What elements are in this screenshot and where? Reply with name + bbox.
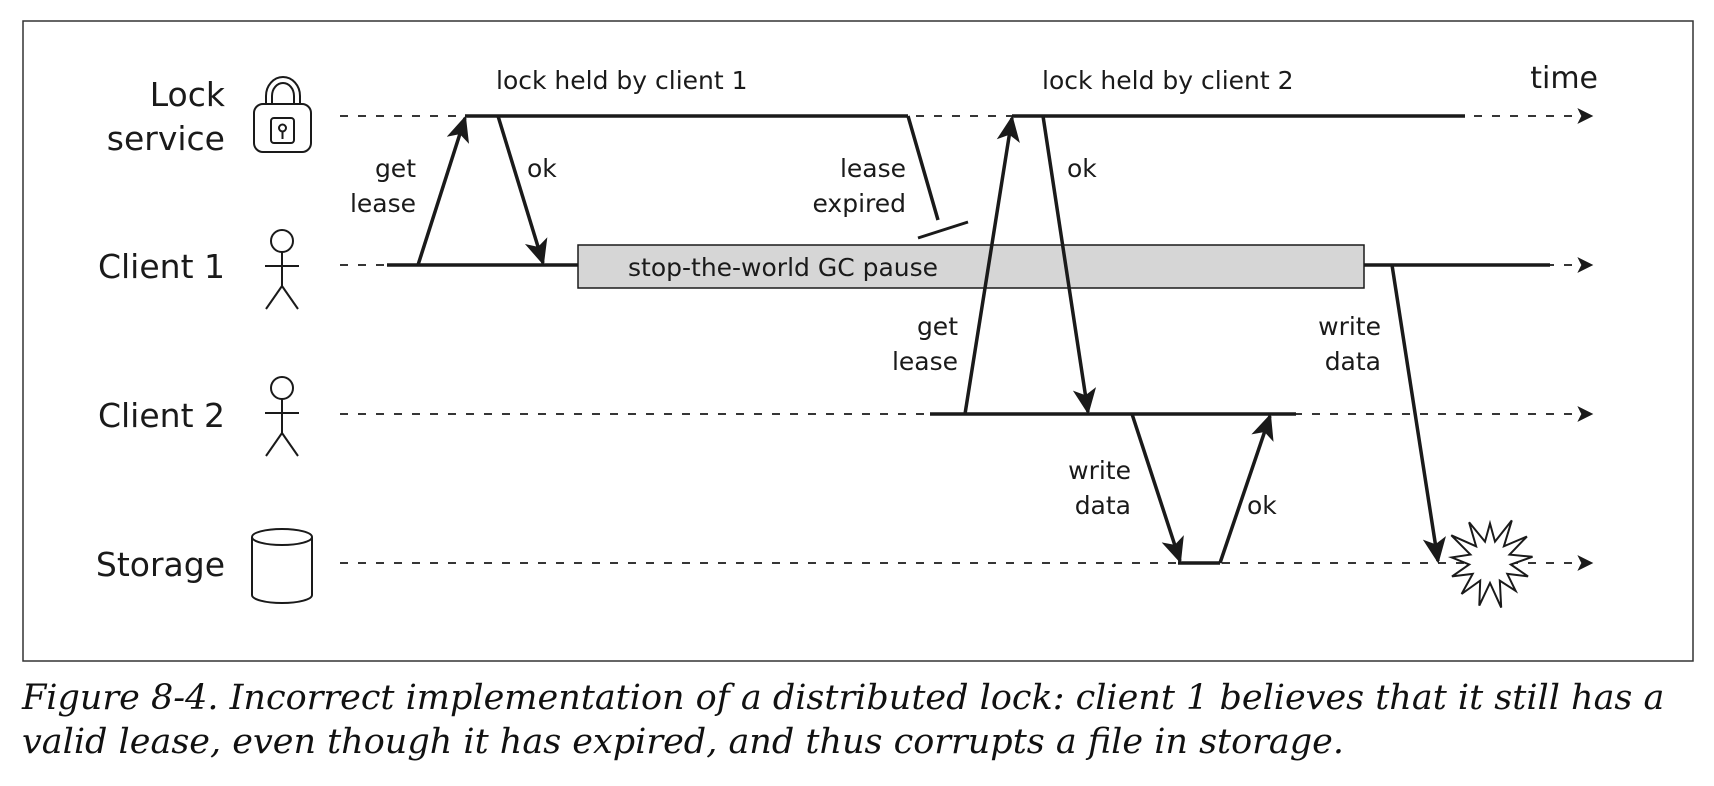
label-ok-3: ok [1247, 491, 1277, 520]
arrow-write-data-c1 [1390, 264, 1446, 564]
label-get-lease-1-line1: get [375, 154, 416, 183]
lane-label-client1: Client 1 [98, 247, 225, 286]
label-write-data-c2-line2: data [1075, 491, 1131, 520]
label-ok-2: ok [1067, 154, 1097, 183]
lane-label-lock-service-line1: Lock [150, 75, 226, 114]
arrow-ok-1 [496, 115, 548, 266]
label-write-data-c2-line1: write [1068, 456, 1131, 485]
explosion-icon [1447, 519, 1533, 609]
label-lease-expired-line2: expired [812, 189, 906, 218]
label-ok-1: ok [527, 154, 557, 183]
padlock-icon [253, 76, 312, 153]
arrow-get-lease-2 [963, 115, 1020, 415]
lease-expired-cross [917, 220, 969, 240]
time-label: time [1530, 61, 1598, 96]
label-lock-held-client1: lock held by client 1 [496, 66, 748, 95]
lane-label-storage: Storage [96, 545, 225, 584]
person-icon-client2 [265, 376, 299, 457]
label-write-data-c1-line1: write [1318, 312, 1381, 341]
cylinder-icon [251, 528, 313, 604]
label-get-lease-2-line1: get [917, 312, 958, 341]
diagram-frame [22, 20, 1694, 662]
label-write-data-c1-line2: data [1325, 347, 1381, 376]
lane-label-lock-service-line2: service [107, 119, 225, 158]
gc-pause-box [577, 244, 1365, 289]
label-lock-held-client2: lock held by client 2 [1042, 66, 1294, 95]
arrow-ok-2 [1041, 115, 1097, 415]
arrow-write-data-c2 [1130, 413, 1184, 564]
person-icon-client1 [265, 229, 299, 310]
figure-caption: Figure 8-4. Incorrect implementation of … [22, 678, 1665, 762]
lock-sequence-diagram: Lock service Client 1 Client 2 Storage [22, 20, 1694, 662]
lane-label-client2: Client 2 [98, 396, 225, 435]
arrow-ok-3 [1218, 413, 1274, 564]
gc-pause-label: stop-the-world GC pause [628, 253, 938, 282]
arrow-lease-expired [906, 115, 940, 221]
label-get-lease-2-line2: lease [892, 347, 958, 376]
label-get-lease-1-line2: lease [350, 189, 416, 218]
arrow-get-lease-1 [416, 115, 470, 266]
message-arrows [416, 115, 1446, 564]
label-lease-expired-line1: lease [840, 154, 906, 183]
